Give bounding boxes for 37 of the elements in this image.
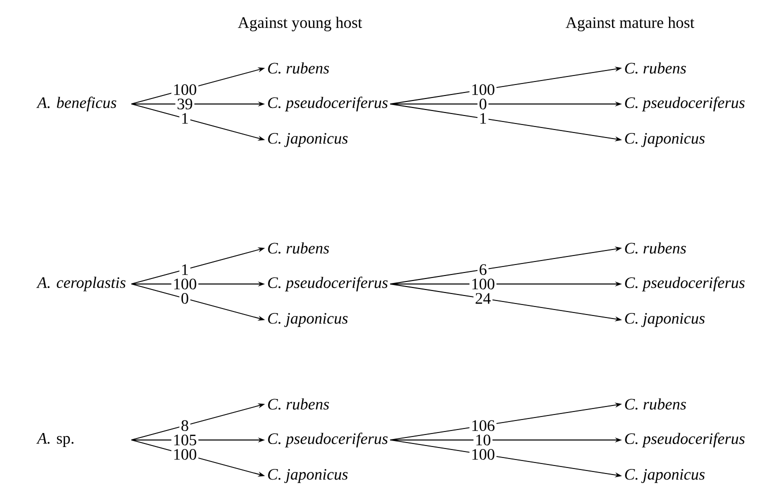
- species-label: C. pseudoceriferus: [625, 96, 745, 112]
- edge-label: 0: [477, 97, 488, 111]
- edge-label: 100: [171, 448, 198, 462]
- species-label: C. japonicus: [268, 469, 348, 483]
- species-label: C. rubens: [268, 242, 329, 254]
- species-label: C. japonicus: [625, 469, 705, 483]
- species-label: C. pseudoceriferus: [268, 432, 388, 448]
- edge-label: 0: [179, 292, 190, 306]
- species-label: C. rubens: [625, 62, 686, 74]
- edge-label: 100: [171, 82, 198, 96]
- edge-label: 100: [469, 448, 496, 462]
- edge-label: 1: [179, 262, 190, 276]
- species-label: C. rubens: [268, 62, 329, 74]
- species-label: C. japonicus: [268, 313, 348, 327]
- edge-label: 8: [179, 418, 190, 432]
- species-label: C. japonicus: [268, 133, 348, 147]
- edge-label: 39: [175, 97, 194, 111]
- species-label: C. pseudoceriferus: [268, 276, 388, 292]
- column-heading: Against young host: [238, 16, 362, 32]
- species-label: C. rubens: [625, 242, 686, 254]
- edge-label: 1: [179, 112, 190, 126]
- edge-label: 10: [473, 433, 492, 447]
- species-label: A. beneficus: [36, 96, 116, 112]
- species-label: C. pseudoceriferus: [268, 96, 388, 112]
- edge-label: 24: [473, 292, 492, 306]
- species-label: A. ceroplastis: [36, 276, 126, 292]
- species-label: A. sp.: [36, 433, 74, 447]
- species-label: C. rubens: [625, 398, 686, 410]
- species-label: C. pseudoceriferus: [625, 432, 745, 448]
- species-label: C. japonicus: [625, 133, 705, 147]
- edge-label: 1: [477, 112, 488, 126]
- species-label: C. japonicus: [625, 313, 705, 327]
- edge-label: 106: [469, 418, 496, 432]
- species-label: C. pseudoceriferus: [625, 276, 745, 292]
- edge-label: 6: [477, 262, 488, 276]
- species-label: C. rubens: [268, 398, 329, 410]
- column-heading: Against mature host: [566, 16, 694, 32]
